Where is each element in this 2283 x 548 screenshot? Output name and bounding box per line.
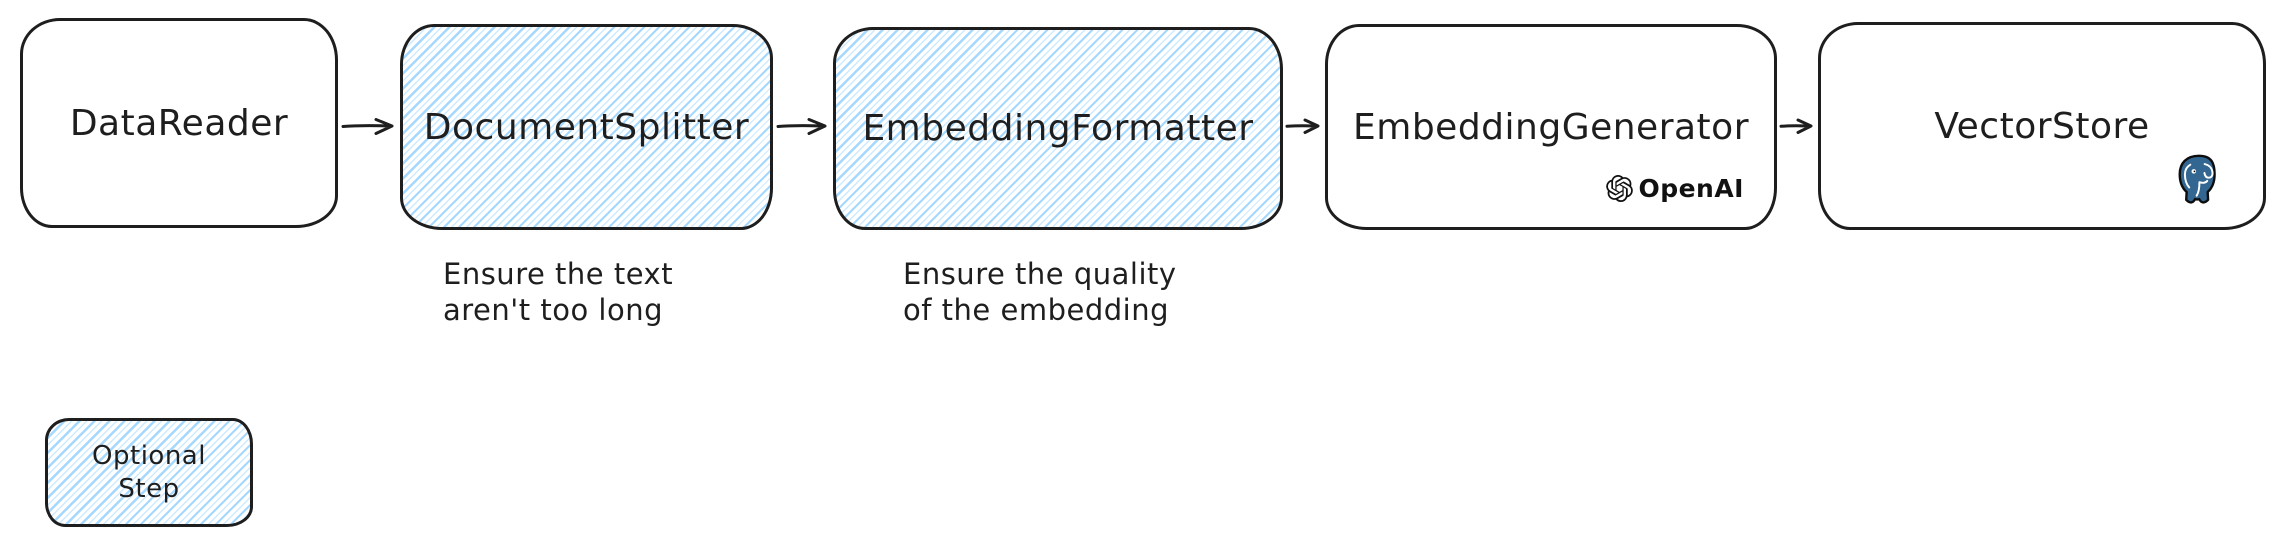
node-label: DataReader [69,102,289,144]
node-label: EmbeddingFormatter [862,108,1254,149]
node-data-reader: DataReader [20,18,338,228]
note-document-splitter: Ensure the text aren't too long [443,256,673,328]
note-line: Ensure the text [443,257,674,291]
flow-arrow-icon [776,118,827,135]
note-line: aren't too long [443,293,664,327]
node-label: DocumentSplitter [423,106,750,148]
flow-arrow-icon [341,118,394,135]
postgresql-icon [2178,154,2216,204]
note-embedding-formatter: Ensure the quality of the embedding [903,256,1177,328]
node-embedding-formatter: EmbeddingFormatter [833,27,1283,230]
legend-line: Step [118,473,180,504]
openai-icon [1606,175,1634,202]
node-embedding-generator: EmbeddingGenerator OpenAI [1325,24,1777,230]
note-line: of the embedding [903,293,1169,327]
flow-arrow-icon [1285,118,1320,134]
node-label: VectorStore [1934,105,2150,147]
note-line: Ensure the quality [903,257,1177,291]
node-label: EmbeddingGenerator [1353,106,1749,148]
node-vector-store: VectorStore [1818,22,2266,230]
openai-badge: OpenAI [1606,174,1744,203]
legend-line: Optional [92,440,206,471]
legend-optional-step: Optional Step [45,418,253,527]
flow-arrow-icon [1779,118,1813,134]
node-document-splitter: DocumentSplitter [400,24,773,230]
openai-badge-label: OpenAI [1638,174,1744,203]
